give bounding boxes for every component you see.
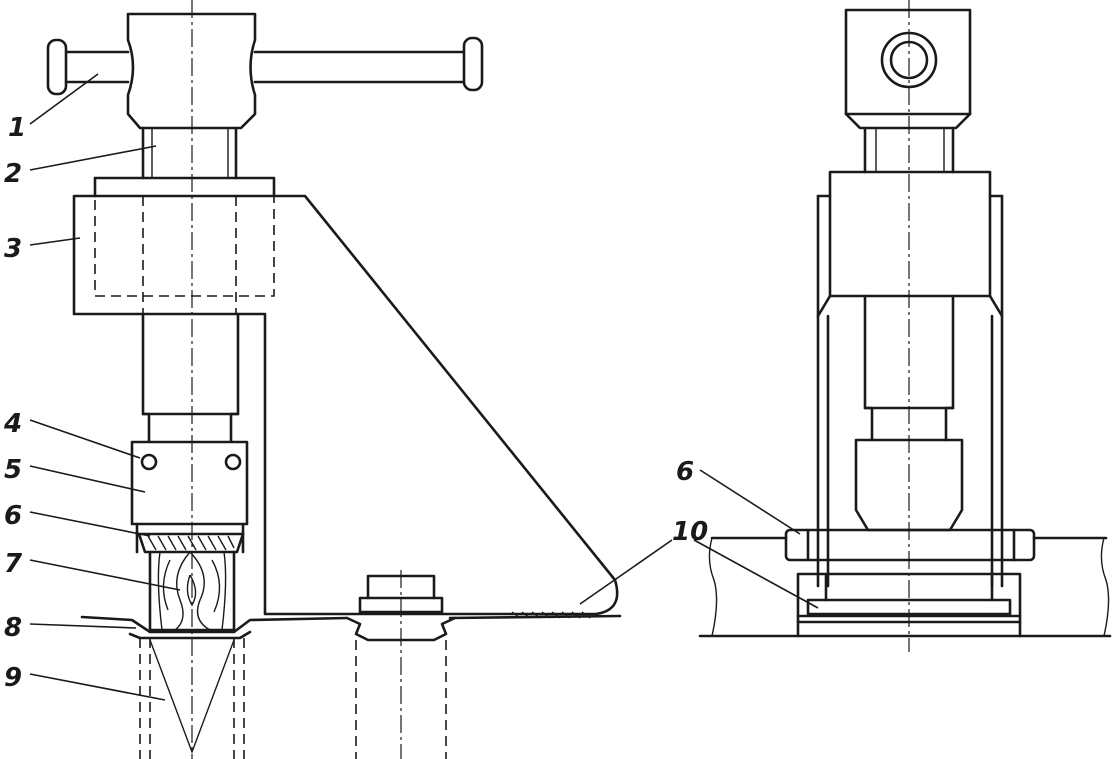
top-head-block	[126, 12, 257, 130]
handle-bar	[46, 36, 484, 96]
label-6-front: 6	[676, 457, 694, 487]
label-2: 2	[4, 159, 22, 189]
side-view	[46, 0, 622, 759]
label-5: 5	[4, 455, 22, 485]
label-9: 9	[4, 663, 22, 693]
label-7: 7	[4, 549, 23, 579]
front-view	[698, 0, 1112, 652]
die	[139, 638, 245, 759]
punch-plate	[135, 532, 245, 554]
front-table	[698, 536, 1112, 638]
base-plate	[80, 611, 622, 640]
ram	[141, 312, 240, 444]
die-holder	[130, 440, 249, 536]
label-10: 10	[672, 517, 708, 547]
label-3: 3	[4, 234, 22, 264]
front-frame	[816, 170, 1004, 588]
label-1: 1	[8, 113, 26, 143]
front-top-head	[844, 8, 972, 130]
screw-spindle	[141, 126, 238, 180]
label-6: 6	[4, 501, 22, 531]
front-pin	[784, 528, 1036, 562]
label-4: 4	[3, 409, 22, 439]
part-labels: 1 2 3 4 5 6 7 8 9 6 10	[3, 113, 708, 693]
label-8: 8	[4, 613, 22, 643]
leader-lines	[29, 73, 819, 701]
